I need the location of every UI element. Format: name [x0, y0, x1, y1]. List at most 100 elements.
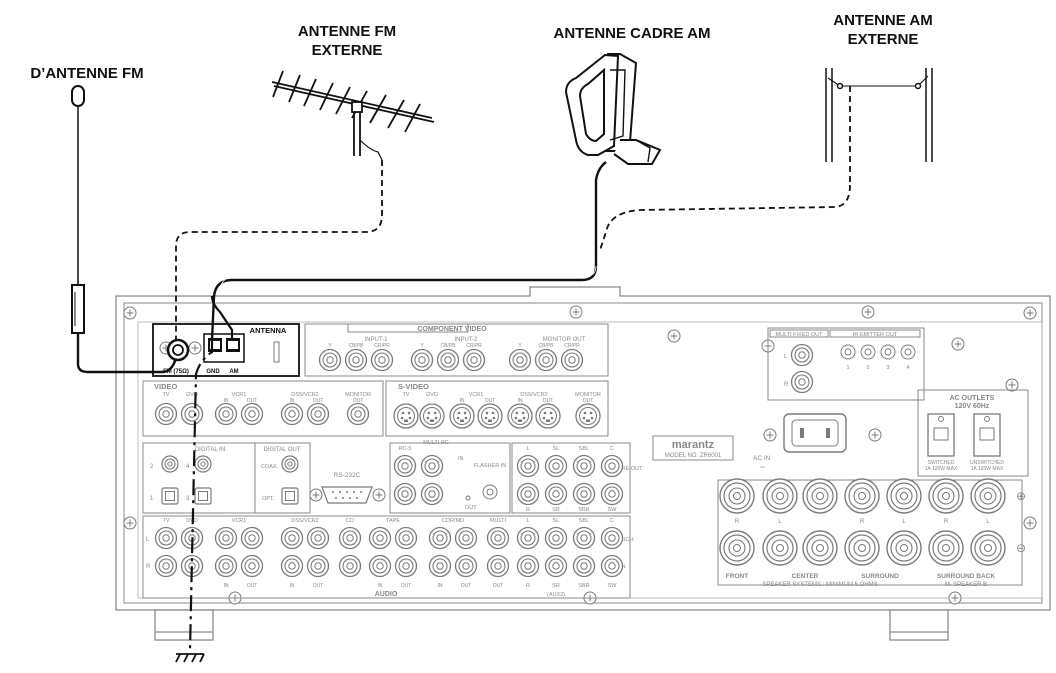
- audio-l-label: L: [146, 537, 150, 543]
- opt-label: OPT.: [262, 496, 275, 502]
- component-video-title: COMPONENT VIDEO: [417, 326, 487, 333]
- pre-out-jack: [544, 482, 568, 506]
- svg-text:⊖: ⊖: [1016, 541, 1026, 555]
- audio-input-label: VCR1: [232, 518, 247, 524]
- component-video-section: COMPONENT VIDEO INPUT-1 INPUT-2 MONITOR …: [304, 323, 609, 377]
- digital-section: DIGITAL IN DIGITAL OUT 2 4 1 3 COAX. OPT…: [142, 442, 311, 514]
- component-jack-label: CR/PR: [374, 343, 390, 349]
- audio-jack: [454, 554, 478, 578]
- digital-num-4: 4: [186, 464, 190, 470]
- video-jack: [346, 402, 370, 426]
- audio-jack: [394, 554, 418, 578]
- audio-jack: [454, 526, 478, 550]
- video-jack: [240, 402, 264, 426]
- input1-label: INPUT-1: [364, 337, 388, 343]
- am-loop-antenna: [564, 53, 662, 165]
- pre-out-jack: [516, 454, 540, 478]
- am-loop-cable: [210, 161, 607, 341]
- control-section: RC-5 MULTI RC IN OUT FLASHER IN: [389, 440, 511, 514]
- svideo-title: S-VIDEO: [398, 382, 429, 391]
- audio-jack: [368, 554, 392, 578]
- video-jack: [214, 402, 238, 426]
- switched-rating: 1A 120W MAX: [925, 466, 958, 472]
- fm-connector: [166, 338, 190, 362]
- component-jack-label: CB/PB: [440, 343, 456, 349]
- switched-label: SWITCHED: [928, 460, 955, 466]
- pre-out-channel-label: L: [526, 446, 529, 452]
- video-input-label: MONITOR: [345, 392, 371, 398]
- audio-jack: [240, 554, 264, 578]
- component-jack-label: Y: [328, 343, 332, 349]
- multi-rc-label: MULTI RC: [423, 440, 449, 446]
- pre-out-jack: [600, 454, 624, 478]
- audio-in-label: IN: [438, 583, 443, 589]
- external-am-antenna: [825, 68, 933, 185]
- speaker-channel-label: L: [902, 519, 906, 525]
- speaker-surround-label: SURROUND: [861, 573, 899, 580]
- video-out-label: OUT: [247, 398, 258, 404]
- pre-out-channel-label: SR: [552, 507, 560, 513]
- ir-emitter-number: 4: [906, 365, 909, 371]
- audio-jack: [516, 526, 540, 550]
- digital-num-3: 3: [186, 496, 190, 502]
- audio-out-label: OUT: [461, 583, 472, 589]
- component-video-jack: [318, 348, 342, 372]
- digital-num-2: 2: [150, 464, 154, 470]
- speaker-terminal: [762, 530, 798, 566]
- flasher-in-label: FLASHER IN: [474, 463, 506, 469]
- component-jack-label: Y: [420, 343, 424, 349]
- component-video-jack: [462, 348, 486, 372]
- speaker-terminal: [928, 478, 964, 514]
- speaker-channel-label: R: [860, 519, 865, 525]
- am-loop-antenna-caption: ANTENNE CADRE AM: [532, 24, 732, 43]
- ir-emitter-jack-core: [884, 348, 892, 356]
- audio-jack: [338, 554, 362, 578]
- ir-emitter-jack: [900, 344, 916, 360]
- multi-rc-in-label: IN: [458, 456, 464, 462]
- ir-emitter-jack-core: [844, 348, 852, 356]
- ground-symbol-icon: [175, 653, 205, 663]
- s-video-input-label: MONITOR: [575, 392, 601, 398]
- speaker-terminal: [970, 478, 1006, 514]
- audio-out-label: OUT: [247, 583, 258, 589]
- component-video-jack: [436, 348, 460, 372]
- video-input-label: DVD: [186, 392, 198, 398]
- external-fm-antenna: [271, 70, 435, 161]
- pre-out-channel-label: SBR: [578, 507, 589, 513]
- audio-jack: [240, 526, 264, 550]
- brand-plate: marantz MODEL NO. ZR6001: [652, 435, 734, 461]
- audio-jack: [338, 526, 362, 550]
- s-video-jack: [535, 403, 561, 429]
- 7-1ch-channel-label: C: [610, 518, 614, 524]
- ir-emitter-jack: [840, 344, 856, 360]
- speaker-terminal: [886, 478, 922, 514]
- audio-jack: [600, 526, 624, 550]
- s-video-input-label: DSS/VCR2: [520, 392, 548, 398]
- input2-label: INPUT-2: [454, 337, 478, 343]
- am-loop-caption-text: ANTENNE CADRE AM: [553, 25, 711, 42]
- digital-num-1: 1: [150, 496, 154, 502]
- 7-1ch-channel-label: SBR: [578, 583, 589, 589]
- speaker-terminal: [886, 530, 922, 566]
- am-terminal-label: AM: [229, 369, 238, 375]
- audio-title: AUDIO: [375, 591, 398, 598]
- ac-in-section: AC IN ~: [753, 413, 847, 472]
- external-fm-caption-line2: EXTERNE: [311, 42, 383, 59]
- multi-rc-out-label: OUT: [465, 505, 477, 511]
- audio-in-label: IN: [378, 583, 383, 589]
- s-video-jack: [507, 403, 533, 429]
- audio-jack: [214, 526, 238, 550]
- pre-out-channel-label: SBL: [579, 446, 589, 452]
- 7-1ch-channel-label: L: [526, 518, 529, 524]
- ir-emitter-jack-core: [864, 348, 872, 356]
- fm-indoor-antenna: [71, 85, 178, 374]
- video-input-label: TV: [162, 392, 169, 398]
- component-jack-label: CR/PR: [564, 343, 580, 349]
- audio-jack: [600, 554, 624, 578]
- speaker-center-label: CENTER: [792, 573, 819, 580]
- pre-out-jack: [600, 482, 624, 506]
- audio-input-label: CD: [346, 518, 354, 524]
- ir-emitter-number: 3: [886, 365, 889, 371]
- audio-jack: [280, 526, 304, 550]
